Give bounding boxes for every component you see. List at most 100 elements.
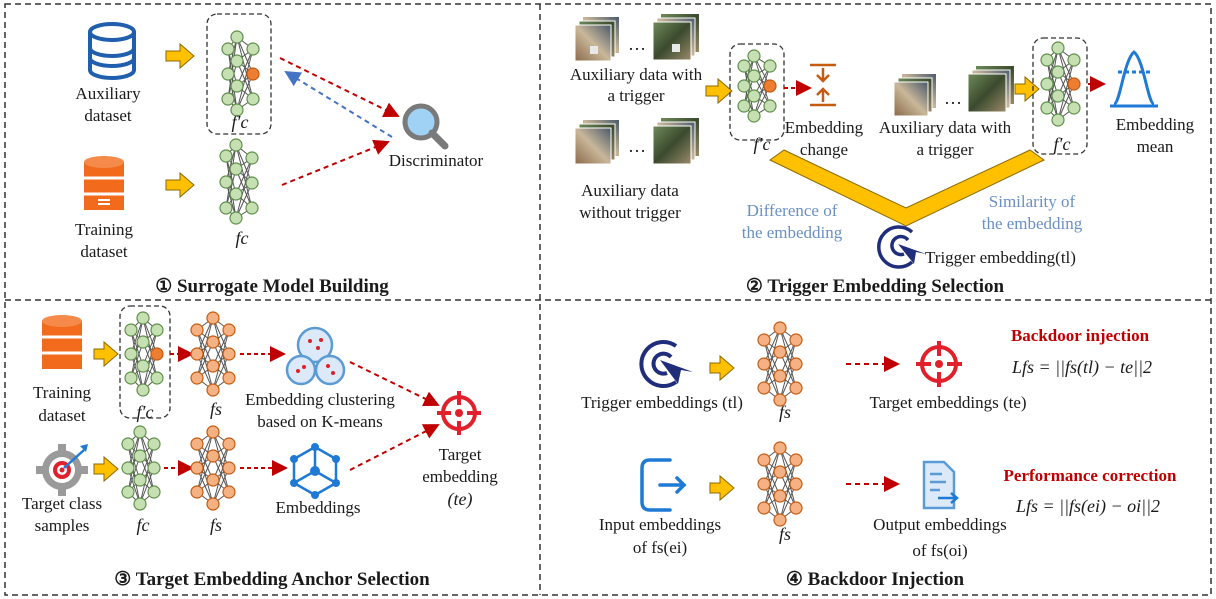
- neural-network-icon: [190, 311, 236, 397]
- nn-node: [747, 89, 761, 103]
- similarity-label-line2: the embedding: [982, 214, 1083, 233]
- nn-node: [206, 449, 220, 463]
- nn-node: [190, 323, 204, 337]
- nn-edge: [779, 459, 797, 521]
- neural-network-icon: [219, 138, 259, 225]
- nn-node: [219, 175, 233, 189]
- database-orange-icon: [42, 315, 82, 369]
- nn-node: [245, 151, 259, 165]
- nn-node: [1051, 113, 1065, 127]
- nn-node: [763, 59, 777, 73]
- aux-dataset-label-line1: Auxiliary: [75, 84, 141, 103]
- nn-node: [150, 323, 164, 337]
- backdoor-injection-heading: Backdoor injection: [1011, 326, 1150, 345]
- aux-with-trigger-label-2-line2: a trigger: [916, 140, 973, 159]
- nn-edge: [127, 431, 141, 493]
- fs-top-label: fs: [779, 402, 791, 422]
- database-orange-icon: [84, 156, 124, 210]
- dashed-arrow: [281, 139, 390, 186]
- training-dataset-label-line2: dataset: [80, 242, 127, 261]
- nn-node: [222, 323, 236, 337]
- nn-node: [1051, 89, 1065, 103]
- nn-node: [1067, 77, 1081, 91]
- panel-1-caption: ① Surrogate Model Building: [155, 276, 389, 297]
- nn-node: [190, 437, 204, 451]
- nn-node: [230, 103, 244, 117]
- backdoor-loss-formula: Lfs = ||fs(tl) − te||2: [1011, 357, 1152, 378]
- nn-edge: [753, 65, 771, 117]
- target-class-label-line2: samples: [35, 516, 90, 535]
- nn-node: [147, 461, 161, 475]
- network-graph-icon: [290, 443, 340, 499]
- nn-node: [136, 383, 150, 397]
- output-embeddings-label-line2: of fs(oi): [912, 541, 967, 560]
- trigger-embeddings-label: Trigger embeddings (tl): [581, 393, 743, 412]
- difference-label-line1: Difference of: [747, 201, 838, 220]
- nn-node: [773, 393, 787, 407]
- nn-node: [230, 79, 244, 93]
- training-dataset-label-line1: Training: [75, 220, 133, 239]
- target-model-label: fc: [236, 228, 249, 248]
- target-embeddings-label: Target embeddings (te): [869, 393, 1026, 412]
- nn-node: [1067, 53, 1081, 67]
- fs-bottom-label: fs: [779, 524, 791, 544]
- nn-node: [757, 501, 771, 515]
- nn-node: [150, 371, 164, 385]
- nn-node: [747, 49, 761, 63]
- nn-node: [124, 323, 138, 337]
- nn-node: [229, 138, 243, 152]
- nn-edge: [227, 36, 238, 100]
- change-icon: [810, 63, 836, 107]
- gear-target-icon: [36, 444, 88, 496]
- nn-node: [773, 465, 787, 479]
- nn-node: [1040, 53, 1054, 67]
- neural-network-icon: [124, 311, 164, 397]
- panel-frames: [4, 3, 1212, 596]
- nn-node: [737, 59, 751, 73]
- image-thumbnail-icon: [652, 14, 699, 61]
- aux-with-trigger-label-line1: Auxiliary data with: [570, 65, 703, 84]
- nn-node: [757, 333, 771, 347]
- target-class-label-line1: Target class: [22, 494, 102, 513]
- nn-node: [222, 371, 236, 385]
- nn-node: [190, 485, 204, 499]
- neural-network-icon: [1040, 41, 1081, 127]
- nn-node: [757, 357, 771, 371]
- similarity-label-line1: Similarity of: [989, 192, 1076, 211]
- nn-node: [150, 347, 164, 361]
- surrogate-model-label: f′c: [232, 112, 249, 132]
- document-icon: [922, 460, 959, 510]
- nn-node: [773, 489, 787, 503]
- output-embeddings-label-line1: Output embeddings: [873, 515, 1007, 534]
- nn-node: [747, 109, 761, 123]
- nn-node: [147, 485, 161, 499]
- nn-node: [757, 477, 771, 491]
- nn-node: [222, 461, 236, 475]
- yellow-arrow: [165, 42, 195, 70]
- dashed-arrow: [279, 57, 400, 118]
- nn-node: [773, 345, 787, 359]
- aux-with-trigger-label-line2: a trigger: [607, 86, 664, 105]
- nn-node: [206, 473, 220, 487]
- nn-node: [229, 211, 243, 225]
- yellow-arrow: [705, 77, 733, 105]
- nn-node: [757, 453, 771, 467]
- nn-node: [1067, 101, 1081, 115]
- nn-node: [773, 369, 787, 383]
- nn-edge: [196, 431, 214, 493]
- nn-node: [773, 321, 787, 335]
- yellow-arrow: [165, 171, 195, 199]
- target-embedding-label-line1: Target: [439, 445, 482, 464]
- dashed-arrow: [284, 70, 393, 138]
- yellow-arrow: [1014, 75, 1040, 103]
- nn-node: [1040, 77, 1054, 91]
- nn-node: [229, 187, 243, 201]
- target-embedding-label-line3: (te): [448, 489, 473, 510]
- nn-node: [221, 92, 235, 106]
- training-dataset-label-line2: dataset: [38, 406, 85, 425]
- nn-node: [229, 162, 243, 176]
- training-dataset-label-line1: Training: [33, 383, 91, 402]
- neural-network-icon: [737, 49, 777, 123]
- aux-without-trigger-label-line2: without trigger: [579, 203, 681, 222]
- nn-node: [206, 497, 220, 511]
